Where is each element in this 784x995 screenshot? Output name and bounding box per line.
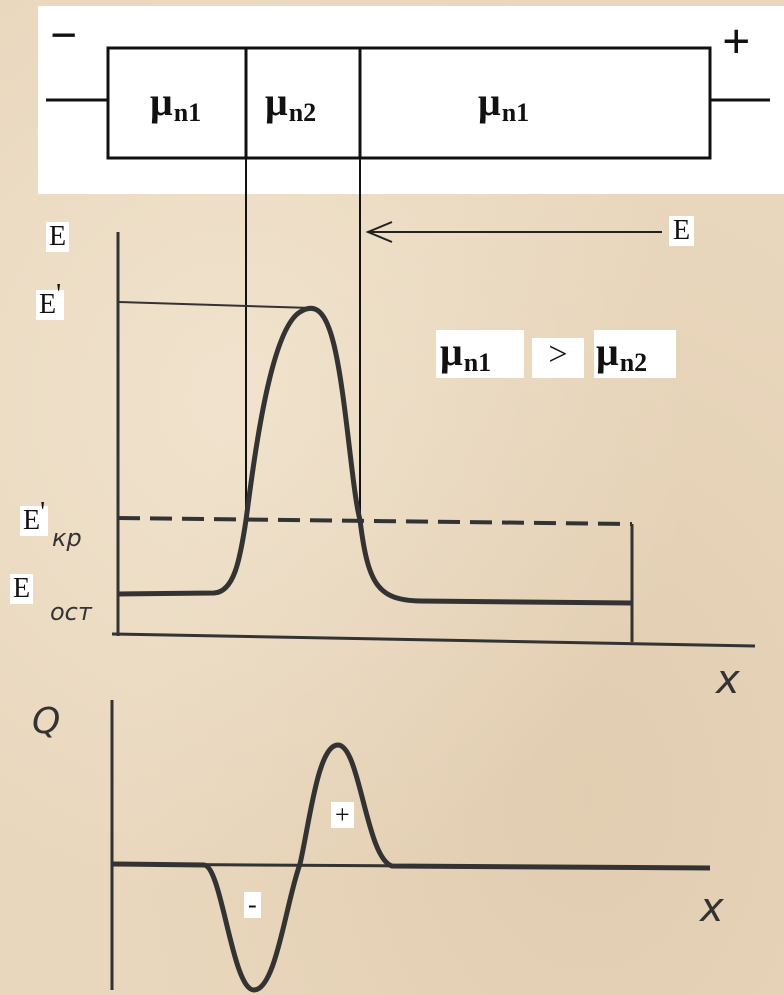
relation-left-box: μn1 bbox=[436, 330, 524, 378]
critical-level-subscript: кр bbox=[52, 524, 82, 552]
field-arrow bbox=[365, 221, 662, 243]
positive-charge-sign: + bbox=[331, 802, 354, 828]
applied-field-label: E bbox=[669, 216, 695, 246]
charge-axes bbox=[110, 700, 711, 990]
relation-operator: > bbox=[532, 338, 584, 378]
device-body bbox=[106, 46, 712, 160]
charge-curve bbox=[111, 742, 711, 993]
field-x-axis bbox=[111, 632, 756, 648]
peak-level-line bbox=[117, 301, 313, 309]
peak-level-label: E' bbox=[36, 281, 65, 320]
minus-terminal-sign: − bbox=[50, 9, 78, 62]
critical-level-label: E' bbox=[20, 499, 49, 536]
charge-axis-label: Q bbox=[32, 701, 61, 742]
field-axes bbox=[111, 232, 756, 648]
region-1-mobility: μn1 bbox=[150, 79, 202, 127]
relation-right-box: μn2 bbox=[594, 330, 676, 378]
field-axis-label: E bbox=[46, 222, 70, 252]
device-bar bbox=[46, 46, 770, 160]
residual-level-label: E bbox=[10, 574, 34, 604]
projection-lines bbox=[245, 158, 361, 520]
region-3-mobility: μn1 bbox=[478, 79, 530, 127]
device-panel bbox=[38, 6, 784, 194]
charge-x-axis-label: x bbox=[700, 885, 724, 931]
residual-level-subscript: ост bbox=[50, 598, 92, 626]
negative-charge-sign: - bbox=[244, 892, 261, 918]
plus-terminal-sign: + bbox=[722, 13, 751, 69]
region-2-mobility: μn2 bbox=[265, 79, 317, 127]
field-x-axis-label: x bbox=[716, 657, 740, 703]
critical-level bbox=[117, 516, 634, 642]
field-domain-curve bbox=[117, 305, 633, 606]
